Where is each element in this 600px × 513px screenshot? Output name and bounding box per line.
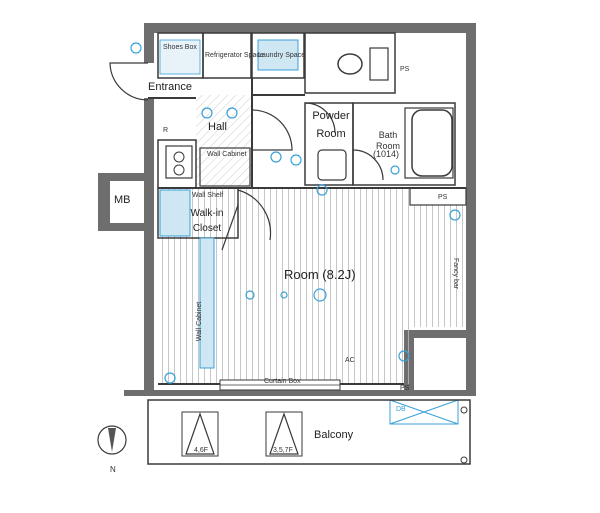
ps-top-label: PS [400, 66, 410, 73]
bath-size-label: (1014) [373, 149, 400, 159]
window [219, 379, 341, 391]
mb-label: MB [114, 194, 131, 206]
north-compass-icon [97, 425, 127, 455]
bath-room-label: Bath Room [375, 130, 400, 152]
curtain-box-label: Curtain Box [264, 378, 301, 385]
shoes-box-label: Shoes Box [163, 44, 197, 51]
entrance-label: Entrance [148, 81, 193, 93]
wall-shelf-label: Wall Shelf [192, 192, 224, 199]
wall-cabinet-label: Wall Cabinet [207, 151, 247, 158]
fancy-bar-label: Fancy bar [452, 257, 460, 290]
interior-walls [148, 32, 467, 385]
doors [109, 62, 384, 251]
wall-cabinet-vertical-label: Wall Cabinet [196, 301, 204, 342]
fixtures [159, 39, 459, 425]
balcony-area [147, 399, 471, 465]
window-floors-right-label: 3,5,7F [273, 447, 293, 454]
db-label: DB [396, 406, 406, 413]
hall-label: Hall [208, 121, 227, 133]
ac-label: AC [345, 357, 355, 364]
walk-in-closet-label: Walk-in Closet [190, 208, 224, 234]
r-mark-label: R [163, 127, 169, 134]
electrical-symbols [130, 42, 461, 384]
ps-bottom-label: PS [400, 385, 410, 392]
refrigerator-space-label: Refrigerator Space [205, 52, 264, 59]
powder-room-label: Powder Room [312, 110, 350, 140]
balcony-label: Balcony [314, 429, 354, 441]
ps-mid-label: PS [438, 194, 448, 201]
laundry-space-label: Laundry Space [258, 52, 306, 59]
window-floors-left-label: 4,6F [194, 447, 209, 454]
north-label: N [110, 465, 116, 474]
hall-floor [196, 95, 252, 188]
room-floor-right [410, 205, 466, 327]
room-label: Room (8.2J) [284, 267, 356, 282]
